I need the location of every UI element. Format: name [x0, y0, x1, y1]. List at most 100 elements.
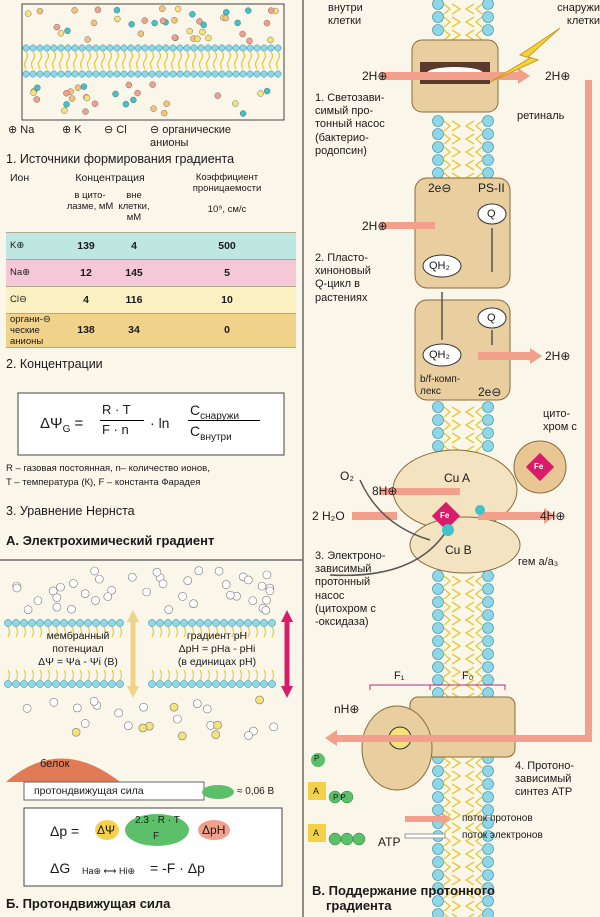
formula2-mid: Ha⊕ ⟷ Hi⊕ — [82, 866, 135, 876]
step1-caption: 1. Светозави-симый про-тонный насос(бакт… — [315, 92, 385, 157]
eq-num: R · T — [102, 402, 131, 417]
cell-out: 116 — [110, 286, 158, 314]
legend-proton-flow: поток протонов — [462, 813, 533, 824]
eq-defs-2: T – температура (К), F – константа Фарад… — [6, 477, 201, 488]
cell-in: 139 — [62, 232, 110, 260]
ps2-label: PS-II — [478, 181, 505, 195]
legend-org: ⊖ органические анионы — [150, 124, 232, 149]
cub-label: Cu B — [445, 543, 472, 557]
legend-cl: ⊖ Cl — [104, 124, 127, 136]
qh2-2: QH₂ — [429, 349, 450, 361]
retinal-label: ретиналь — [517, 110, 565, 122]
adp-pp: P P — [333, 793, 346, 802]
eq-defs-1: R – газовая постоянная, n– количество ио… — [6, 463, 210, 474]
cell-in: 12 — [62, 259, 110, 287]
f0-label: F₀ — [462, 670, 474, 682]
proton-n: nH⊕ — [334, 702, 360, 716]
electrons-ps2: 2e⊖ — [428, 181, 452, 195]
bf-label-2: лекс — [420, 386, 441, 397]
atp-label: ATP — [378, 835, 401, 849]
cell-in: 4 — [62, 286, 110, 314]
cua-label: Cu A — [444, 471, 471, 485]
qh2-1: QH₂ — [429, 260, 450, 272]
membrane-panel-b — [4, 619, 276, 688]
membrane-strip — [22, 44, 282, 78]
f1-label: F₁ — [394, 670, 405, 682]
proton-out-2: 2H⊕ — [545, 349, 571, 363]
bf-label: b/f-комп- — [420, 374, 461, 385]
proton-in-1: 2H⊕ — [362, 69, 388, 83]
pmf-label: протондвижущая сила — [34, 785, 144, 797]
legend-electron-flow: поток электронов — [462, 830, 543, 841]
formula-dpsi: ΔΨ — [97, 823, 116, 837]
proton-8h: 8H⊕ — [372, 484, 398, 498]
protein-shape — [6, 758, 120, 782]
q-bottom: Q — [487, 312, 496, 324]
phosphate: P — [314, 754, 320, 763]
formula-frac-den: F — [153, 831, 160, 842]
fe-cyt: Fe — [534, 462, 544, 471]
proton-flow-arrows — [325, 68, 592, 825]
proton-4h: 4H⊕ — [540, 509, 566, 523]
ion-field — [25, 5, 279, 117]
eq-cout: Cснаружи — [190, 402, 240, 422]
cell-ion: K⊕ — [6, 232, 62, 260]
legend-na: ⊕ Na — [8, 124, 35, 136]
atp-a: A — [313, 828, 320, 838]
o2-label: O₂ — [340, 469, 354, 483]
formula2-rhs: = -F · Δp — [150, 860, 205, 876]
electrons-bf: 2e⊖ — [478, 385, 502, 399]
formula-dp: Δp = — [50, 823, 80, 839]
cell-ion: Cl⊖ — [6, 286, 62, 314]
ion-field-b — [12, 566, 278, 741]
formula-dph: ΔpH — [202, 823, 226, 837]
cell-out: 34 — [110, 313, 158, 348]
caption-nernst: 3. Уравнение Нернста — [6, 504, 135, 518]
cell-coef: 500 — [158, 232, 296, 260]
eq-cin: Cвнутри — [190, 423, 232, 443]
caption-sources: 1. Источники формирования градиента — [6, 152, 235, 166]
inside-label: внутри клетки — [328, 2, 363, 27]
electron-flow-arrows — [329, 228, 493, 577]
cell-coef: 0 — [158, 313, 296, 348]
cytochrome-c-label: цито-хром с — [543, 408, 577, 434]
outside-label: снаружи клетки — [557, 2, 600, 27]
fe-heme: Fe — [440, 511, 450, 520]
proton-in-2: 2H⊕ — [362, 219, 388, 233]
pmf-value: ≈ 0,06 В — [237, 786, 275, 797]
legend-k: ⊕ K — [62, 124, 82, 136]
eq-den: F · n — [102, 422, 129, 437]
cell-coef: 10 — [158, 286, 296, 314]
adp-a: A — [313, 786, 320, 796]
cell-coef: 5 — [158, 259, 296, 287]
eq-ln: · ln — [150, 415, 170, 431]
proton-out-1: 2H⊕ — [545, 69, 571, 83]
formula-frac-num: 2.3 · R · T — [135, 815, 180, 826]
title-a: А. Электрохимический градиент — [6, 533, 215, 548]
concentration-table: Ион Концентрация в цито- лазме, мМ вне к… — [6, 172, 296, 348]
q-top: Q — [487, 208, 496, 220]
water-label: 2 H₂O — [312, 509, 345, 523]
cell-ion: Na⊕ — [6, 259, 62, 287]
title-b: Б. Протондвижущая сила — [6, 896, 171, 911]
caption-conc: 2. Концентрации — [6, 357, 103, 371]
cell-ion: органи-⊖ ческие анионы — [6, 313, 62, 348]
formula2-lhs: ΔG — [50, 860, 71, 876]
protein-label: белок — [40, 758, 70, 770]
cell-out: 4 — [110, 232, 158, 260]
eq-lhs: ΔΨG = — [40, 415, 84, 435]
cell-in: 138 — [62, 313, 110, 348]
heme-label: гем a/a₃ — [518, 556, 559, 568]
cell-out: 145 — [110, 259, 158, 287]
